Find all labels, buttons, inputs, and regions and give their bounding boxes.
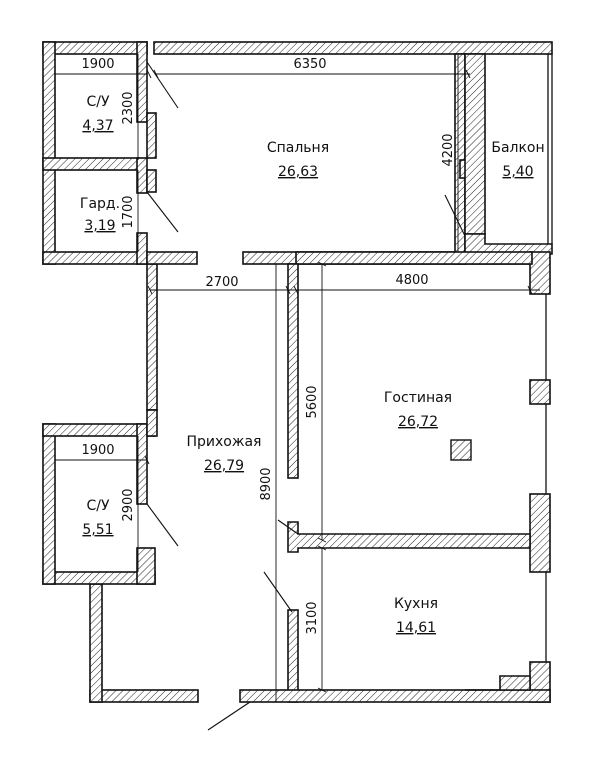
wall-kitchen-hall [287, 609, 299, 703]
door-wc-bottom [146, 503, 179, 547]
dim-bedroom-width: 6350 [293, 57, 326, 72]
wall-wc-wardrobe [42, 157, 140, 171]
dimension-lines [54, 54, 540, 702]
room-name-hall: Прихожая [187, 434, 262, 450]
wall-top-right [153, 41, 553, 55]
wall-wardrobe-bedroom-a [136, 157, 148, 194]
dim-hall-width: 2700 [205, 275, 238, 290]
wall-left-upper [42, 41, 56, 265]
wall-balcony-left [464, 53, 486, 235]
door-balcony [444, 194, 466, 237]
doors [146, 61, 466, 731]
door-entrance [207, 701, 251, 731]
wall-living-hall [287, 263, 299, 479]
dim-wc-top-height: 2300 [121, 91, 136, 124]
dimension-labels: 1900 6350 2300 1700 4200 2700 4800 5600 … [81, 57, 456, 635]
wall-hall-left-upper [146, 263, 158, 411]
dim-wc-top-width: 1900 [81, 57, 114, 72]
dim-hall-length: 8900 [259, 467, 274, 500]
room-name-wardrobe: Гард. [80, 196, 120, 212]
dim-bedroom-depth: 4200 [441, 133, 456, 166]
walls [42, 41, 553, 703]
wall-wc2-right-lower [136, 547, 156, 585]
windows [545, 54, 553, 662]
wall-bedroom-stub-1 [146, 112, 157, 159]
wall-wardrobe-bottom [42, 251, 148, 265]
wall-bedroom-bottom-left [146, 251, 198, 265]
dim-wc-bottom-height: 2900 [121, 488, 136, 521]
wall-right-pier-1 [529, 379, 551, 405]
room-name-kitchen: Кухня [394, 596, 438, 612]
wall-bedroom-stub-2 [146, 169, 157, 193]
wall-kitchen-niche [465, 675, 531, 691]
dim-wc-bottom-width: 1900 [81, 443, 114, 458]
wall-living-kitchen [287, 521, 531, 553]
room-area-living: 26,72 [398, 414, 438, 430]
dim-living-depth: 5600 [305, 385, 320, 418]
room-area-balcony: 5,40 [502, 164, 533, 180]
room-area-wardrobe: 3,19 [84, 218, 115, 234]
wall-living-top [295, 251, 533, 265]
door-wardrobe [146, 191, 179, 233]
wall-wc-bedroom-a [136, 41, 148, 123]
room-area-wc-bottom: 5,51 [82, 522, 113, 538]
room-area-kitchen: 14,61 [396, 620, 436, 636]
dim-living-width: 4800 [395, 273, 428, 288]
wall-bottom-left [89, 689, 199, 703]
room-name-living: Гостиная [384, 390, 452, 406]
room-area-hall: 26,79 [204, 458, 244, 474]
door-living [277, 519, 299, 535]
wall-top-left [42, 41, 148, 55]
wall-wardrobe-bedroom-b [136, 232, 148, 265]
shaft-icon [450, 439, 472, 461]
dim-wardrobe-height: 1700 [121, 195, 136, 228]
room-name-bedroom: Спальня [267, 140, 329, 156]
door-wc-top [146, 61, 179, 109]
wall-right-pier-2 [529, 493, 551, 573]
room-area-bedroom: 26,63 [278, 164, 318, 180]
dim-kitchen-depth: 3100 [305, 601, 320, 634]
room-name-wc-top: С/У [86, 94, 109, 110]
wall-bottom-right [239, 689, 551, 703]
door-kitchen [263, 571, 293, 613]
wall-wc2-left [42, 423, 56, 585]
wall-right-corner [529, 251, 551, 295]
wall-wc2-right-upper [136, 423, 148, 505]
wall-hall-left-joint [146, 409, 158, 437]
wall-lower-left [89, 583, 103, 703]
ventilation-shaft [450, 439, 472, 461]
room-name-wc-bottom: С/У [86, 498, 109, 514]
room-labels: С/У 4,37 Спальня 26,63 Балкон 5,40 Гард.… [80, 94, 545, 636]
room-area-wc-top: 4,37 [82, 118, 113, 134]
room-name-balcony: Балкон [491, 140, 544, 156]
